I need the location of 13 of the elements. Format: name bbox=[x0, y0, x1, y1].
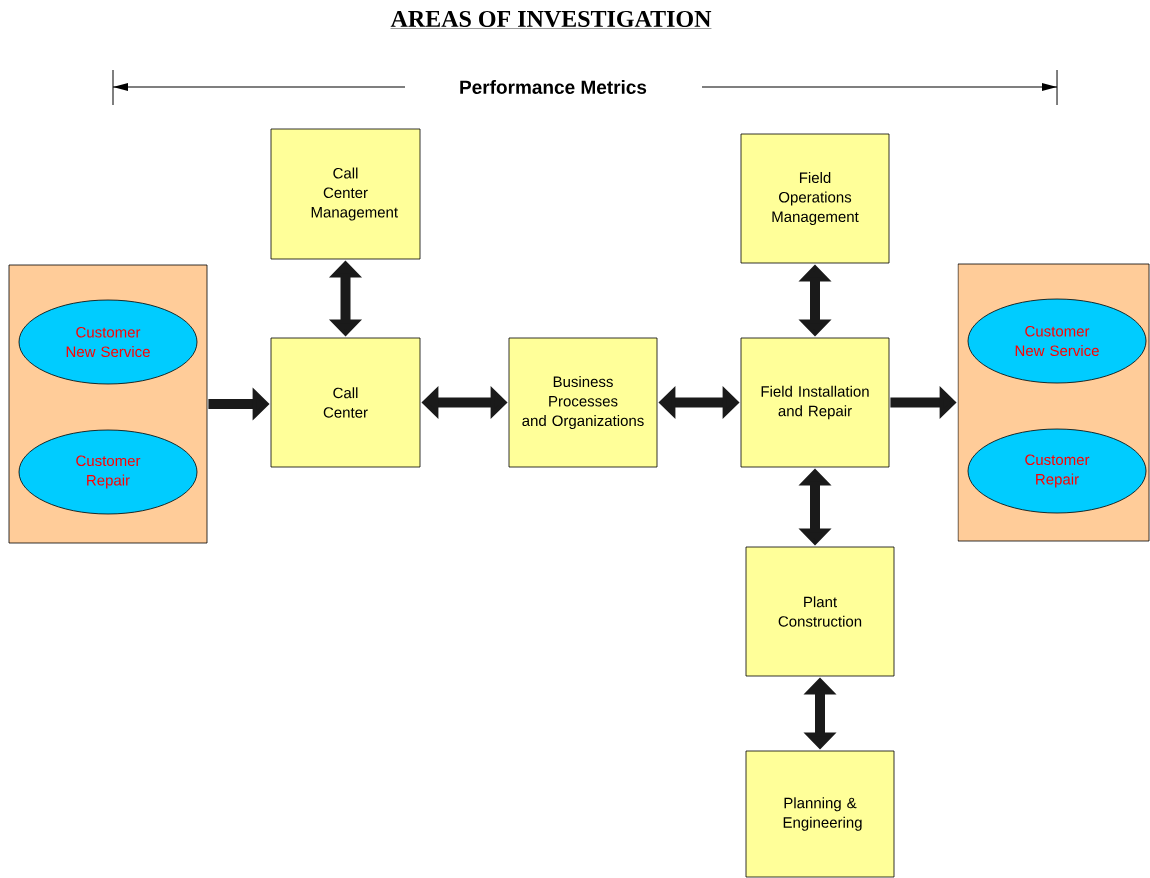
process-box: Planning & Engineering bbox=[745, 750, 895, 878]
customer-oval: Customer New Service bbox=[967, 298, 1147, 384]
process-box: Plant Construction bbox=[745, 546, 895, 677]
customer-oval: Customer Repair bbox=[18, 429, 198, 515]
title: AREAS OF INVESTIGATION bbox=[390, 10, 712, 29]
customer-oval: Customer New Service bbox=[18, 299, 198, 385]
process-box: Call Center Management bbox=[270, 128, 421, 260]
process-box: Field Installation and Repair bbox=[740, 337, 890, 468]
customer-oval: Customer Repair bbox=[967, 428, 1147, 514]
process-box: Call Center bbox=[270, 337, 421, 468]
process-box: Field Operations Management bbox=[740, 133, 890, 264]
dimension-label: Performance Metrics bbox=[460, 80, 647, 94]
process-box: Business Processes and Organizations bbox=[508, 337, 658, 468]
